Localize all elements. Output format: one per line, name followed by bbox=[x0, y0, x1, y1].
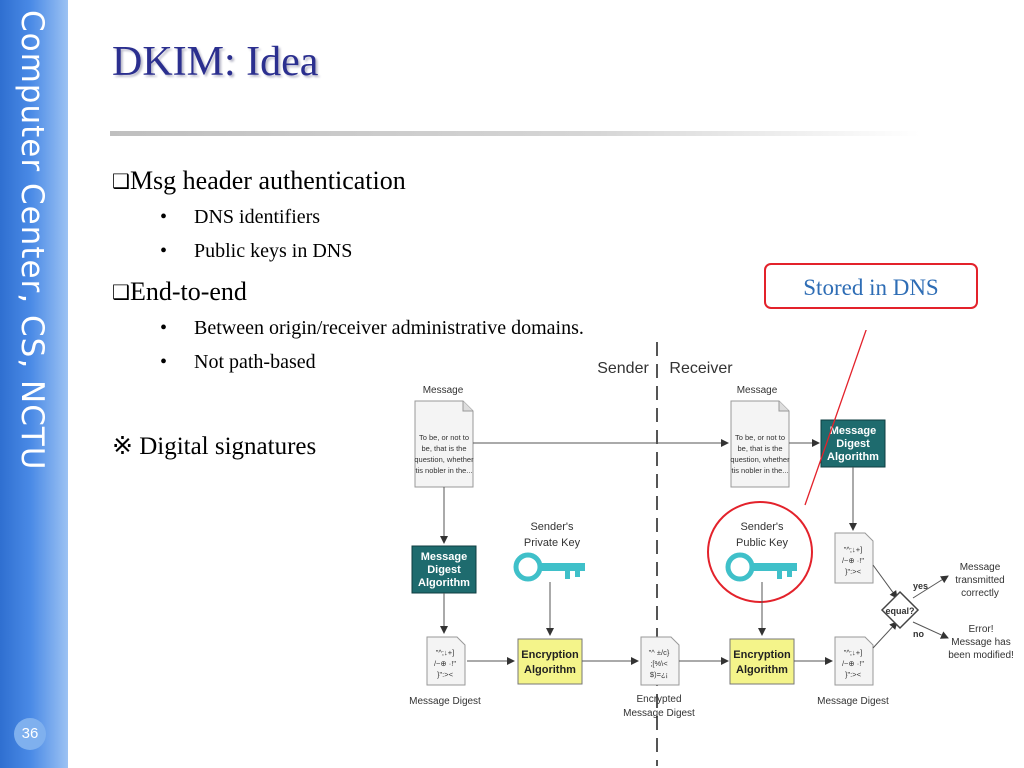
sub-bullet-text: Public keys in DNS bbox=[194, 240, 353, 262]
mda-text: Digest bbox=[427, 564, 461, 576]
receiver-key-label: Public Key bbox=[736, 537, 788, 549]
equal-text: equal? bbox=[885, 606, 914, 616]
private-key-icon bbox=[513, 552, 585, 582]
encrypted-digest-label: Encrypted bbox=[636, 694, 681, 705]
sender-message-label: Message bbox=[423, 385, 464, 396]
receiver-label: Receiver bbox=[669, 360, 733, 377]
enc-text: Algorithm bbox=[524, 664, 576, 676]
dkim-diagram: Sender Receiver Message To be, or not to… bbox=[409, 330, 1014, 766]
bullet-text: End-to-end bbox=[129, 277, 247, 306]
receiver-encryption-box: Encryption Algorithm bbox=[729, 638, 795, 685]
page-title: DKIM: Idea bbox=[112, 39, 319, 85]
sub-bullet-text: Not path-based bbox=[194, 351, 316, 373]
digest-text: }":>< bbox=[845, 567, 862, 576]
page-number: 36 bbox=[14, 718, 46, 750]
callout-pointer-arrow bbox=[804, 330, 867, 506]
mda-text: Message bbox=[830, 425, 876, 437]
message-text-line: be, that is the bbox=[737, 444, 782, 453]
message-text-line: question, whether bbox=[730, 455, 790, 464]
enc-text: Encryption bbox=[521, 649, 579, 661]
sender-digest-label: Message Digest bbox=[409, 696, 481, 707]
digest-text: "^;↓+] bbox=[844, 545, 862, 554]
no-label: no bbox=[913, 629, 924, 639]
receiver-message-document: To be, or not to be, that is the questio… bbox=[730, 400, 790, 488]
note-text: ※ Digital signatures bbox=[112, 433, 317, 460]
arrow bbox=[872, 621, 898, 649]
receiver-message-label: Message bbox=[737, 385, 778, 396]
mda-text: Algorithm bbox=[418, 577, 470, 589]
receiver-mda-box: Message Digest Algorithm bbox=[820, 419, 886, 468]
enc-text: Algorithm bbox=[736, 664, 788, 676]
encrypted-text: $)=¿¡ bbox=[650, 670, 668, 679]
mda-text: Digest bbox=[836, 438, 870, 450]
encrypted-digest-document: "^ ±/c} ;[%\< $)=¿¡ bbox=[640, 636, 680, 686]
success-message: Message bbox=[960, 562, 1001, 573]
sidebar-title: Computer Center, CS, NCTU bbox=[14, 10, 50, 471]
bullet-dot-icon: • bbox=[160, 351, 168, 373]
arrow bbox=[872, 564, 898, 599]
error-message: Error! bbox=[969, 624, 994, 635]
message-text-line: tis nobler in the... bbox=[731, 466, 788, 475]
message-text-line: be, that is the bbox=[421, 444, 466, 453]
receiver-digest-label: Message Digest bbox=[817, 696, 889, 707]
receiver-computed-digest-document: "^;↓+] /~⊕ ·!" }":>< bbox=[834, 532, 874, 584]
mda-text: Algorithm bbox=[827, 451, 879, 463]
sub-bullet-text: Between origin/receiver administrative d… bbox=[194, 317, 584, 339]
sub-bullet-item: • Public keys in DNS bbox=[160, 240, 352, 263]
sender-encryption-box: Encryption Algorithm bbox=[517, 638, 583, 685]
digest-text: "^;↓+] bbox=[436, 648, 454, 657]
digest-text: /~⊕ ·!" bbox=[842, 659, 864, 668]
checkbox-bullet-icon: ❑ bbox=[112, 169, 130, 193]
error-message: been modified! bbox=[948, 650, 1014, 661]
receiver-key-label: Sender's bbox=[740, 521, 784, 533]
encrypted-text: ;[%\< bbox=[650, 659, 668, 668]
sub-bullet-text: DNS identifiers bbox=[194, 206, 321, 228]
receiver-decrypted-digest-document: "^;↓+] /~⊕ ·!" }":>< bbox=[834, 636, 874, 686]
enc-text: Encryption bbox=[733, 649, 791, 661]
message-text-line: tis nobler in the... bbox=[415, 466, 472, 475]
digest-text: }":>< bbox=[437, 670, 454, 679]
bullet-dot-icon: • bbox=[160, 206, 168, 228]
sender-key-label: Private Key bbox=[524, 537, 581, 549]
sender-label: Sender bbox=[597, 360, 649, 377]
sender-key-label: Sender's bbox=[530, 521, 574, 533]
mda-text: Message bbox=[421, 551, 467, 563]
equal-decision-diamond: equal? bbox=[880, 590, 920, 630]
message-text-line: To be, or not to bbox=[419, 433, 469, 442]
public-key-icon bbox=[725, 552, 797, 582]
title-divider bbox=[110, 131, 920, 136]
message-text-line: To be, or not to bbox=[735, 433, 785, 442]
bullet-dot-icon: • bbox=[160, 317, 168, 339]
sender-message-document: To be, or not to be, that is the questio… bbox=[414, 400, 474, 488]
yes-label: yes bbox=[913, 581, 928, 591]
error-message: Message has bbox=[951, 637, 1010, 648]
yes-arrow bbox=[912, 575, 949, 599]
digest-text: "^;↓+] bbox=[844, 648, 862, 657]
digest-text: /~⊕ ·!" bbox=[434, 659, 456, 668]
sub-bullet-item: • DNS identifiers bbox=[160, 206, 320, 229]
checkbox-bullet-icon: ❑ bbox=[112, 280, 130, 304]
sender-mda-box: Message Digest Algorithm bbox=[411, 545, 477, 594]
digest-text: }":>< bbox=[845, 670, 862, 679]
bullet-item: ❑Msg header authentication bbox=[112, 166, 406, 196]
message-text-line: question, whether bbox=[414, 455, 474, 464]
bullet-item: ❑End-to-end bbox=[112, 277, 247, 307]
sub-bullet-item: • Between origin/receiver administrative … bbox=[160, 317, 584, 340]
sender-digest-document: "^;↓+] /~⊕ ·!" }":>< bbox=[426, 636, 466, 686]
encrypted-digest-label: Message Digest bbox=[623, 708, 695, 719]
bullet-dot-icon: • bbox=[160, 240, 168, 262]
success-message: transmitted bbox=[955, 575, 1004, 586]
bullet-text: Msg header authentication bbox=[129, 166, 406, 195]
callout-stored-in-dns: Stored in DNS bbox=[764, 263, 978, 309]
sub-bullet-item: • Not path-based bbox=[160, 351, 316, 374]
public-key-highlight-circle bbox=[707, 501, 813, 603]
encrypted-text: "^ ±/c} bbox=[649, 648, 670, 657]
no-arrow bbox=[912, 621, 949, 639]
sidebar: Computer Center, CS, NCTU 36 bbox=[0, 0, 68, 768]
success-message: correctly bbox=[961, 588, 999, 599]
digest-text: /~⊕ ·!" bbox=[842, 556, 864, 565]
